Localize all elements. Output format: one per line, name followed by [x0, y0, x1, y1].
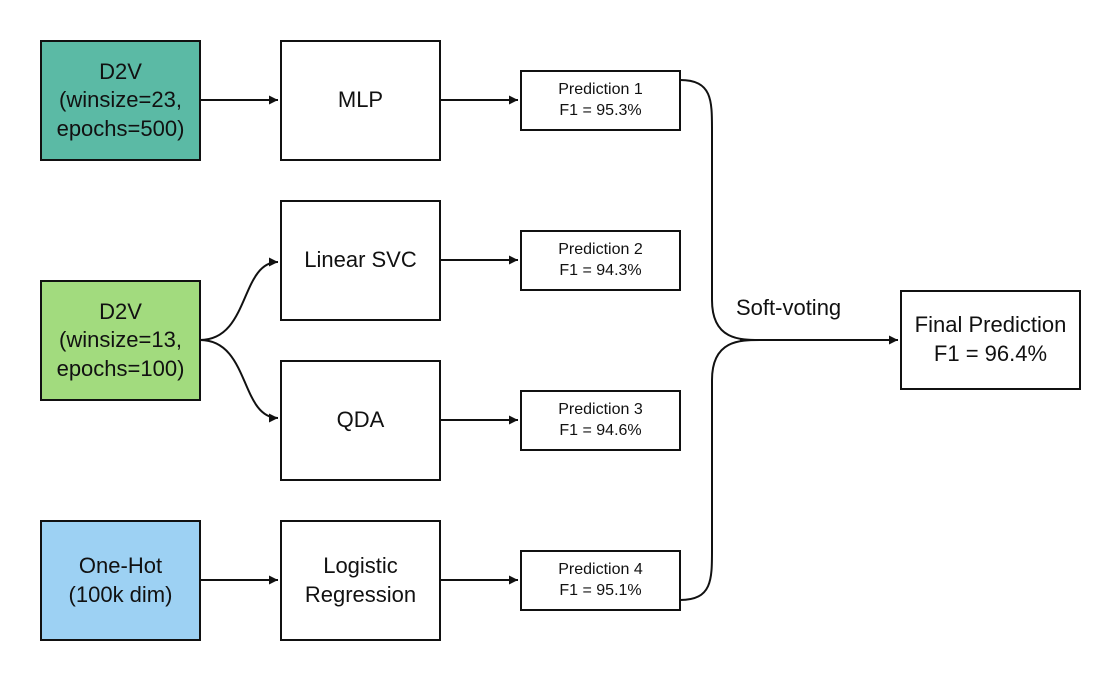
- model-label: QDA: [336, 407, 385, 433]
- edge-d2v13-linear-svc: [199, 257, 279, 341]
- prediction-score: F1 = 94.3%: [559, 261, 642, 279]
- edge-pred1-vote: [679, 79, 761, 341]
- prediction-title: Prediction 4: [558, 560, 643, 578]
- final-score: F1 = 96.4%: [933, 341, 1048, 366]
- final-title: Final Prediction: [914, 312, 1067, 338]
- final-prediction: Final Prediction F1 = 96.4%: [900, 290, 1081, 390]
- model-linear-svc: Linear SVC: [280, 200, 441, 321]
- edge-d2v13-qda: [199, 339, 279, 423]
- prediction-score: F1 = 94.6%: [559, 421, 642, 439]
- input-line: (winsize=23,: [59, 87, 182, 113]
- input-line: D2V: [99, 298, 142, 324]
- input-d2v-winsize23: D2V (winsize=23, epochs=500): [40, 40, 201, 161]
- input-line: One-Hot: [78, 552, 163, 578]
- model-label: MLP: [337, 87, 384, 113]
- prediction-3: Prediction 3 F1 = 94.6%: [520, 390, 681, 451]
- prediction-4: Prediction 4 F1 = 95.1%: [520, 550, 681, 611]
- input-one-hot: One-Hot (100k dim): [40, 520, 201, 641]
- prediction-score: F1 = 95.1%: [559, 581, 642, 599]
- prediction-score: F1 = 95.3%: [559, 101, 642, 119]
- model-logistic-regression: Logistic Regression: [280, 520, 441, 641]
- model-label: Regression: [304, 581, 417, 607]
- model-label: Logistic: [323, 552, 398, 578]
- prediction-title: Prediction 3: [558, 400, 643, 418]
- input-d2v-winsize13: D2V (winsize=13, epochs=100): [40, 280, 201, 401]
- model-qda: QDA: [280, 360, 441, 481]
- prediction-2: Prediction 2 F1 = 94.3%: [520, 230, 681, 291]
- model-label: Linear SVC: [304, 247, 417, 273]
- input-line: epochs=100): [56, 355, 185, 381]
- input-line: (winsize=13,: [59, 327, 182, 353]
- edge-pred4-vote: [679, 339, 761, 601]
- input-line: epochs=500): [56, 115, 185, 141]
- prediction-title: Prediction 1: [558, 80, 643, 98]
- soft-voting-label: Soft-voting: [736, 295, 842, 320]
- input-line: D2V: [99, 58, 142, 84]
- input-line: (100k dim): [68, 581, 173, 607]
- prediction-1: Prediction 1 F1 = 95.3%: [520, 70, 681, 131]
- model-mlp: MLP: [280, 40, 441, 161]
- prediction-title: Prediction 2: [558, 240, 643, 258]
